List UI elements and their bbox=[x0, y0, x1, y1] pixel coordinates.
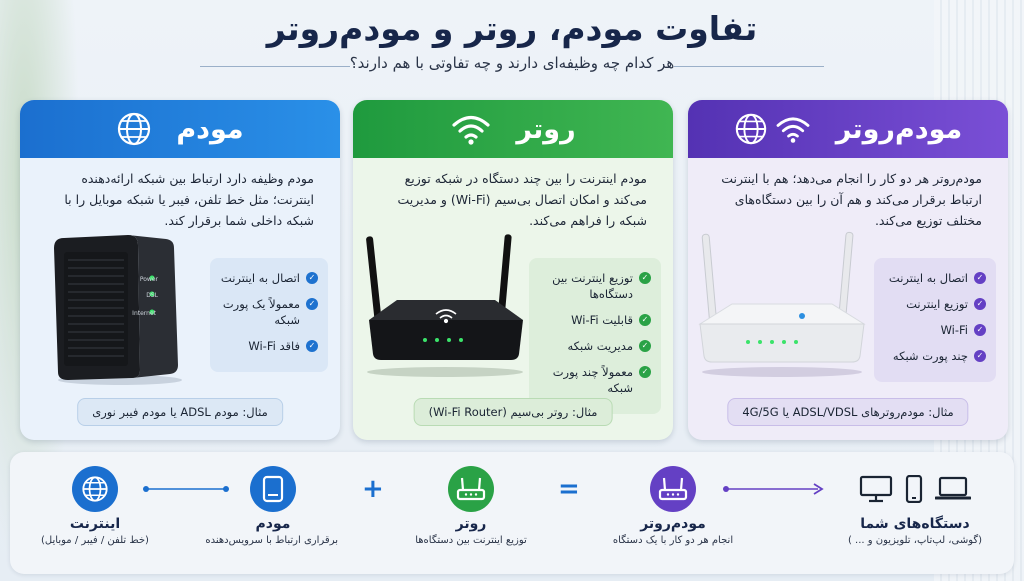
flow-modem-sub: برقراری ارتباط با سرویس‌دهنده bbox=[205, 535, 338, 546]
wifi-icon bbox=[452, 115, 490, 145]
dsl-label: DSL bbox=[146, 292, 158, 299]
modem-router-card-title: مودم‌روتر bbox=[835, 113, 963, 145]
check-icon: ✓ bbox=[306, 272, 318, 284]
power-led bbox=[149, 275, 155, 281]
list-item: ✓معمولاً یک پورت شبکه bbox=[220, 296, 318, 328]
flow-modem-label: مودم bbox=[255, 516, 291, 532]
router-card: روتر مودم اینترنت را بین چند دستگاه در ش… bbox=[353, 100, 673, 440]
modem-router-example: مثال: مودم‌روترهای ADSL/VDSL یا 4G/5G bbox=[727, 398, 969, 426]
equals-sign: = bbox=[558, 474, 580, 504]
internet-label: Internet bbox=[132, 310, 156, 317]
check-icon: ✓ bbox=[306, 298, 318, 310]
router-card-header: روتر bbox=[353, 100, 673, 158]
modem-card-title: مودم bbox=[176, 113, 244, 145]
list-item: ✓فاقد Wi-Fi bbox=[220, 338, 318, 354]
laptop-icon bbox=[935, 476, 971, 500]
router-feature-list: ✓توزیع اینترنت بین دستگاه‌ها ✓قابلیت Wi-… bbox=[529, 258, 661, 414]
divider-right bbox=[674, 66, 824, 67]
check-icon: ✓ bbox=[974, 324, 986, 336]
check-icon: ✓ bbox=[639, 272, 651, 284]
check-icon: ✓ bbox=[974, 272, 986, 284]
modem-router-icons bbox=[734, 112, 812, 146]
modem-device-image: Power DSL Internet bbox=[54, 235, 182, 385]
modem-description: مودم وظیفه دارد ارتباط بین شبکه ارائه‌ده… bbox=[64, 171, 314, 228]
list-item: ✓اتصال به اینترنت bbox=[220, 270, 318, 286]
connector-line bbox=[143, 486, 229, 492]
flow-internet-sub: (خط تلفن / فیبر / موبایل) bbox=[41, 535, 149, 546]
check-icon: ✓ bbox=[974, 350, 986, 362]
router-description: مودم اینترنت را بین چند دستگاه در شبکه ت… bbox=[397, 171, 647, 228]
flow-router-label: روتر bbox=[455, 516, 487, 532]
page-title: تفاوت مودم، روتر و مودم‌روتر bbox=[266, 9, 758, 48]
flow-router: روتر توزیع اینترنت بین دستگاه‌ها bbox=[406, 466, 536, 546]
dsl-led bbox=[149, 291, 155, 297]
internet-led bbox=[149, 309, 155, 315]
modem-router-device-image bbox=[698, 231, 866, 377]
router-card-title: روتر bbox=[516, 113, 576, 145]
router-device-image bbox=[366, 234, 523, 377]
check-icon: ✓ bbox=[639, 340, 651, 352]
globe-icon bbox=[82, 476, 108, 502]
flow-router-sub: توزیع اینترنت بین دستگاه‌ها bbox=[415, 535, 527, 546]
flow-panel: اینترنت (خط تلفن / فیبر / موبایل) مودم ب… bbox=[10, 452, 1014, 574]
modem-card-header: مودم bbox=[20, 100, 340, 158]
plus-sign: + bbox=[362, 474, 384, 504]
phone-icon bbox=[905, 475, 923, 503]
modem-router-icon bbox=[658, 477, 688, 501]
list-item: ✓Wi-Fi bbox=[884, 322, 986, 338]
router-icon bbox=[456, 477, 486, 501]
router-example: مثال: روتر بی‌سیم (Wi-Fi Router) bbox=[413, 398, 613, 426]
list-item: ✓معمولاً چند پورت شبکه bbox=[539, 364, 651, 396]
modem-router-card-header: مودم‌روتر bbox=[688, 100, 1008, 158]
modem-router-card: مودم‌روتر مودم‌روتر هر دو کار را انجام م… bbox=[688, 100, 1008, 440]
page-subtitle: هر کدام چه وظیفه‌ای دارند و چه تفاوتی با… bbox=[349, 54, 675, 72]
check-icon: ✓ bbox=[639, 314, 651, 326]
modem-icon bbox=[262, 475, 284, 503]
flow-modem-router-label: مودم‌روتر bbox=[640, 516, 706, 532]
list-item: ✓مدیریت شبکه bbox=[539, 338, 651, 354]
flow-devices-label: دستگاه‌های شما bbox=[860, 516, 970, 532]
divider-left bbox=[200, 66, 350, 67]
modem-example: مثال: مودم ADSL یا مودم فیبر نوری bbox=[77, 398, 283, 426]
globe-icon bbox=[118, 112, 151, 146]
list-item: ✓اتصال به اینترنت bbox=[884, 270, 986, 286]
flow-devices: دستگاه‌های شما (گوشی، لپ‌تاپ، تلویزیون و… bbox=[830, 466, 1000, 546]
modem-router-description: مودم‌روتر هر دو کار را انجام می‌دهد؛ هم … bbox=[721, 171, 982, 228]
list-item: ✓قابلیت Wi-Fi bbox=[539, 312, 651, 328]
flow-modem-router-sub: انجام هر دو کار با یک دستگاه bbox=[612, 535, 734, 546]
monitor-icon bbox=[859, 475, 893, 503]
flow-devices-sub: (گوشی، لپ‌تاپ، تلویزیون و ... ) bbox=[847, 535, 983, 546]
power-label: Power bbox=[140, 276, 159, 283]
flow-modem: مودم برقراری ارتباط با سرویس‌دهنده bbox=[205, 466, 338, 546]
modem-card: مودم مودم وظیفه دارد ارتباط بین شبکه ارا… bbox=[20, 100, 340, 440]
list-item: ✓چند پورت شبکه bbox=[884, 348, 986, 364]
globe-icon bbox=[735, 113, 766, 145]
check-icon: ✓ bbox=[974, 298, 986, 310]
flow-internet-label: اینترنت bbox=[69, 516, 121, 532]
arrow-to-devices bbox=[723, 483, 824, 495]
list-item: ✓توزیع اینترنت بین دستگاه‌ها bbox=[539, 270, 651, 302]
check-icon: ✓ bbox=[306, 340, 318, 352]
modem-feature-list: ✓اتصال به اینترنت ✓معمولاً یک پورت شبکه … bbox=[210, 258, 328, 372]
check-icon: ✓ bbox=[639, 366, 651, 378]
modem-router-feature-list: ✓اتصال به اینترنت ✓توزیع اینترنت ✓Wi-Fi … bbox=[874, 258, 996, 382]
list-item: ✓توزیع اینترنت bbox=[884, 296, 986, 312]
flow-modem-router: مودم‌روتر انجام هر دو کار با یک دستگاه bbox=[598, 466, 748, 546]
wifi-icon bbox=[776, 117, 810, 143]
flow-internet: اینترنت (خط تلفن / فیبر / موبایل) bbox=[30, 466, 160, 546]
header: تفاوت مودم، روتر و مودم‌روتر هر کدام چه … bbox=[0, 6, 1024, 72]
